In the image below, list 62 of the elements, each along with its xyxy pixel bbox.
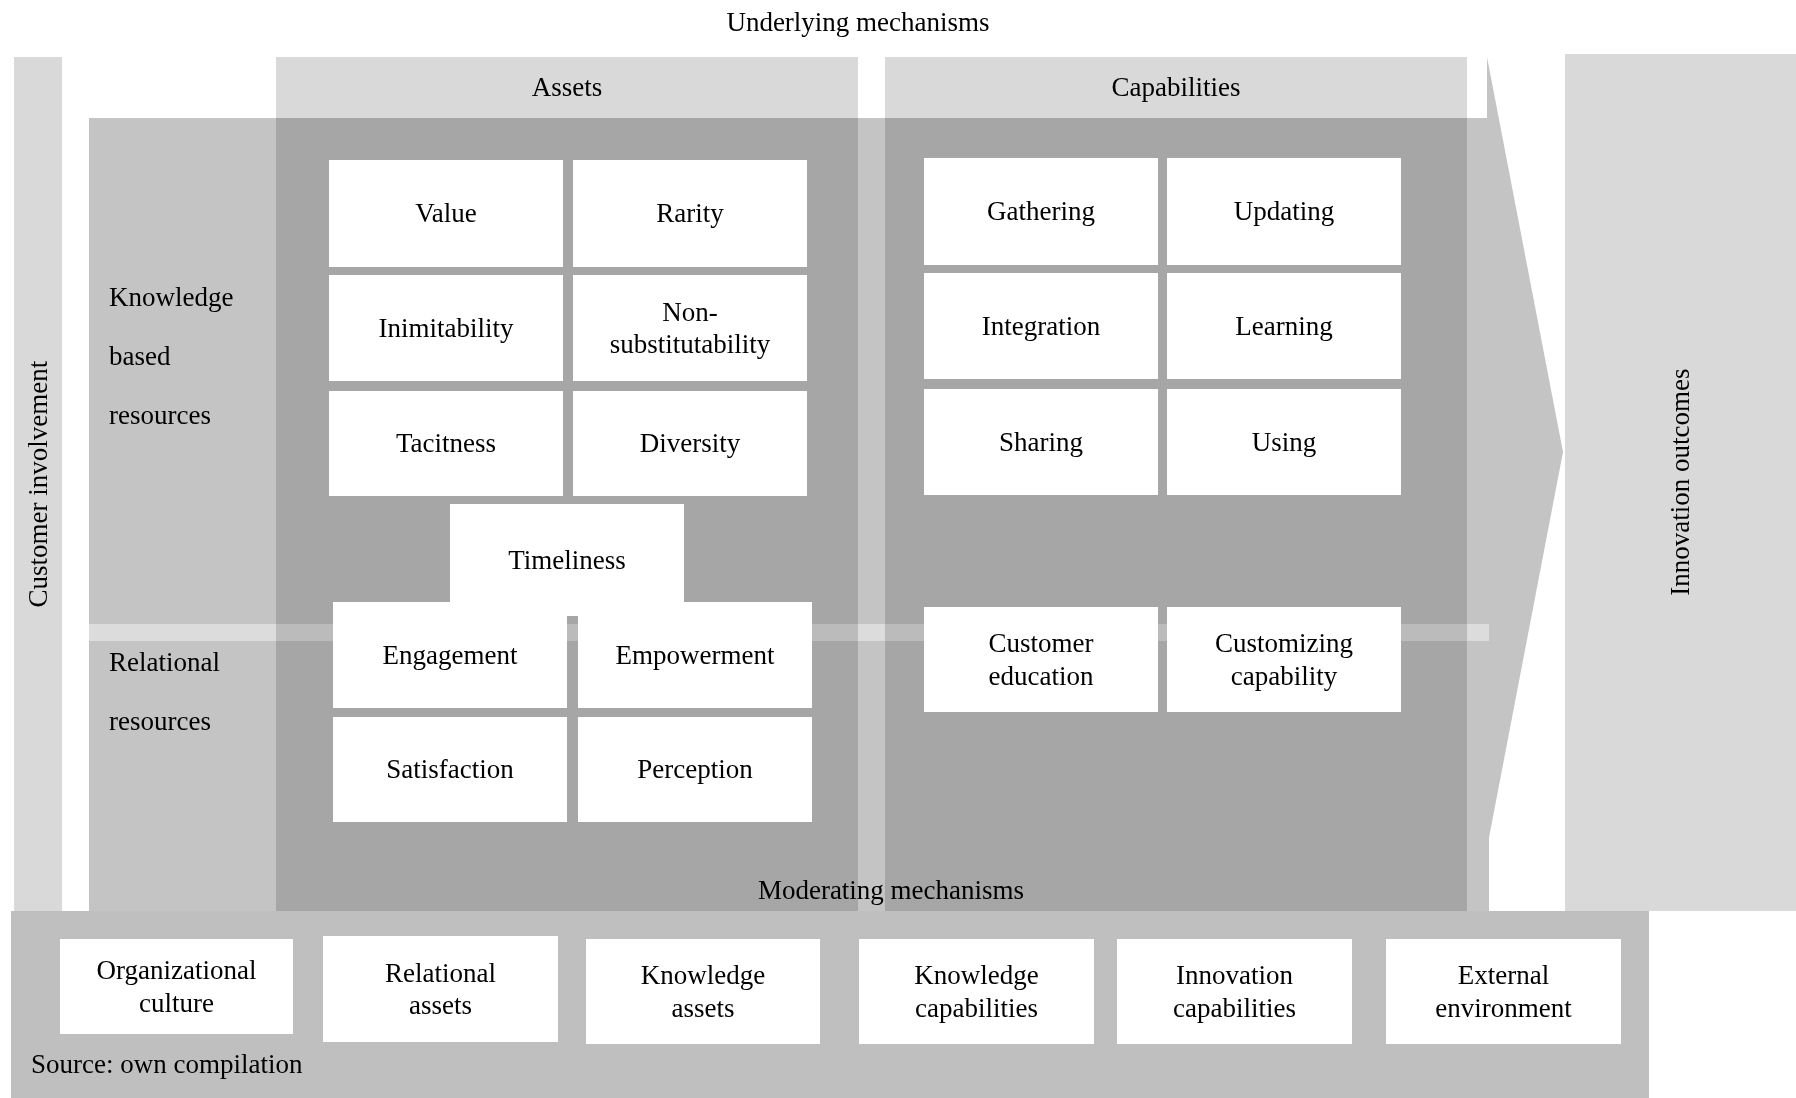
concept-box [450,504,684,616]
row-label: Knowledge based resources [109,281,235,432]
concept-box [859,939,1094,1044]
vertical-label: Innovation outcomes [1664,368,1697,597]
concept-box [924,273,1158,379]
concept-label: Value [415,197,477,230]
concept-label: Satisfaction [386,753,514,786]
concept-label: Diversity [639,427,741,460]
concept-label: Integration [981,309,1101,343]
side-band [1565,54,1796,911]
concept-box [329,160,563,267]
concept-box [924,607,1158,712]
concept-label: Tacitness [395,427,497,460]
concept-label: Knowledge capabilities [913,959,1040,1024]
concept-label: Using [1251,425,1317,459]
concept-box [1167,607,1401,712]
concept-box [578,602,812,708]
concept-box [329,391,563,496]
concept-label: Innovation capabilities [1172,959,1297,1024]
concept-label: Customer education [987,627,1095,692]
concept-box [329,275,563,381]
concept-label: Engagement [382,638,518,672]
concept-label: Rarity [656,197,724,230]
concept-box [573,391,807,496]
source-note: Source: own compilation [31,1048,303,1081]
section-label: Moderating mechanisms [757,874,1025,907]
concept-box [924,389,1158,495]
concept-label: Updating [1233,195,1335,228]
concept-box [1117,939,1352,1044]
concept-box [573,275,807,381]
concept-box [333,602,567,708]
concept-label: Learning [1235,309,1333,343]
concept-label: Gathering [987,195,1095,228]
column-heading: Capabilities [1110,71,1242,104]
column-heading: Assets [530,71,604,104]
concept-box [924,158,1158,265]
side-band [14,57,62,911]
diagram-title: Underlying mechanisms [725,6,991,39]
concept-box [60,939,293,1034]
concept-label: Sharing [999,425,1083,459]
concept-label: Non-substitutability [608,295,772,361]
concept-label: Customizing capability [1214,627,1354,692]
row-label: Relational resources [109,646,221,738]
concept-label: Knowledge assets [639,959,767,1024]
concept-box [578,717,812,822]
concept-box [1167,389,1401,495]
concept-box [1167,158,1401,265]
concept-box [1167,273,1401,379]
concept-box [573,160,807,267]
moderator-band [11,911,1649,1098]
concept-label: Empowerment [615,638,775,672]
vertical-label: Customer involvement [21,360,54,608]
concept-label: Inimitability [378,311,514,345]
concept-label: Organizational culture [95,954,258,1019]
concept-box [586,939,820,1044]
concept-box [333,717,567,822]
concept-label: Perception [637,753,753,786]
concept-box [323,936,558,1042]
concept-box [1386,939,1621,1044]
concept-label: External environment [1434,959,1573,1024]
concept-label: Timeliness [508,543,626,577]
concept-label: Relational assets [384,956,497,1022]
